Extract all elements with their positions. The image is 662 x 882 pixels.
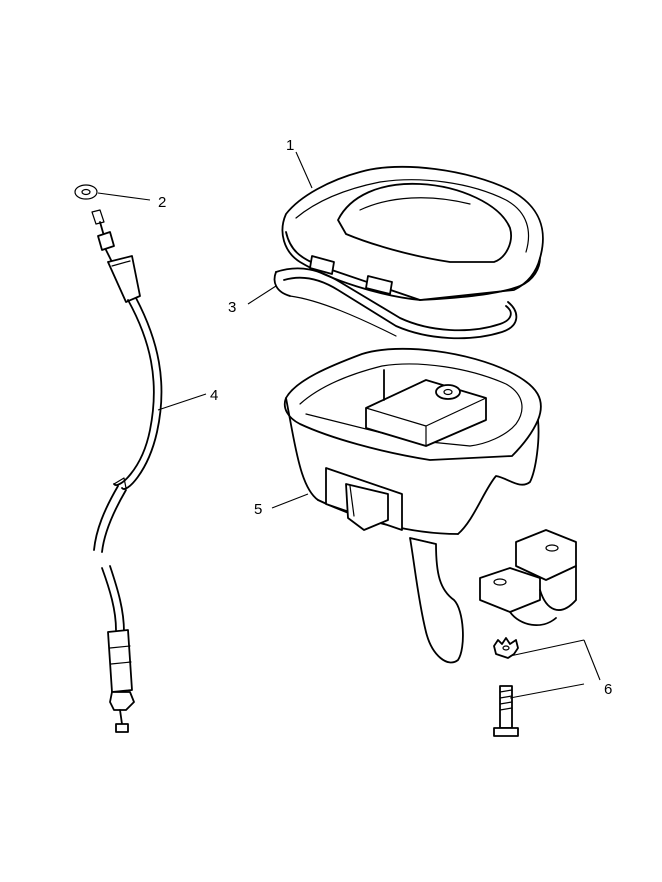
callout-2: 2: [158, 194, 166, 211]
leader-lines: [97, 151, 601, 699]
clamp-screw: [493, 685, 519, 737]
throttle-cable: [91, 209, 163, 733]
washer: [74, 184, 98, 200]
gasket: [273, 267, 518, 340]
lock-washer: [493, 637, 519, 659]
callout-1: 1: [286, 137, 294, 154]
callout-3: 3: [228, 299, 236, 316]
handlebar-clamp: [479, 529, 577, 626]
callout-5: 5: [254, 501, 262, 518]
callout-4: 4: [210, 387, 218, 404]
housing-cover: [281, 165, 544, 301]
callout-6: 6: [604, 681, 612, 698]
throttle-housing: [283, 347, 542, 664]
